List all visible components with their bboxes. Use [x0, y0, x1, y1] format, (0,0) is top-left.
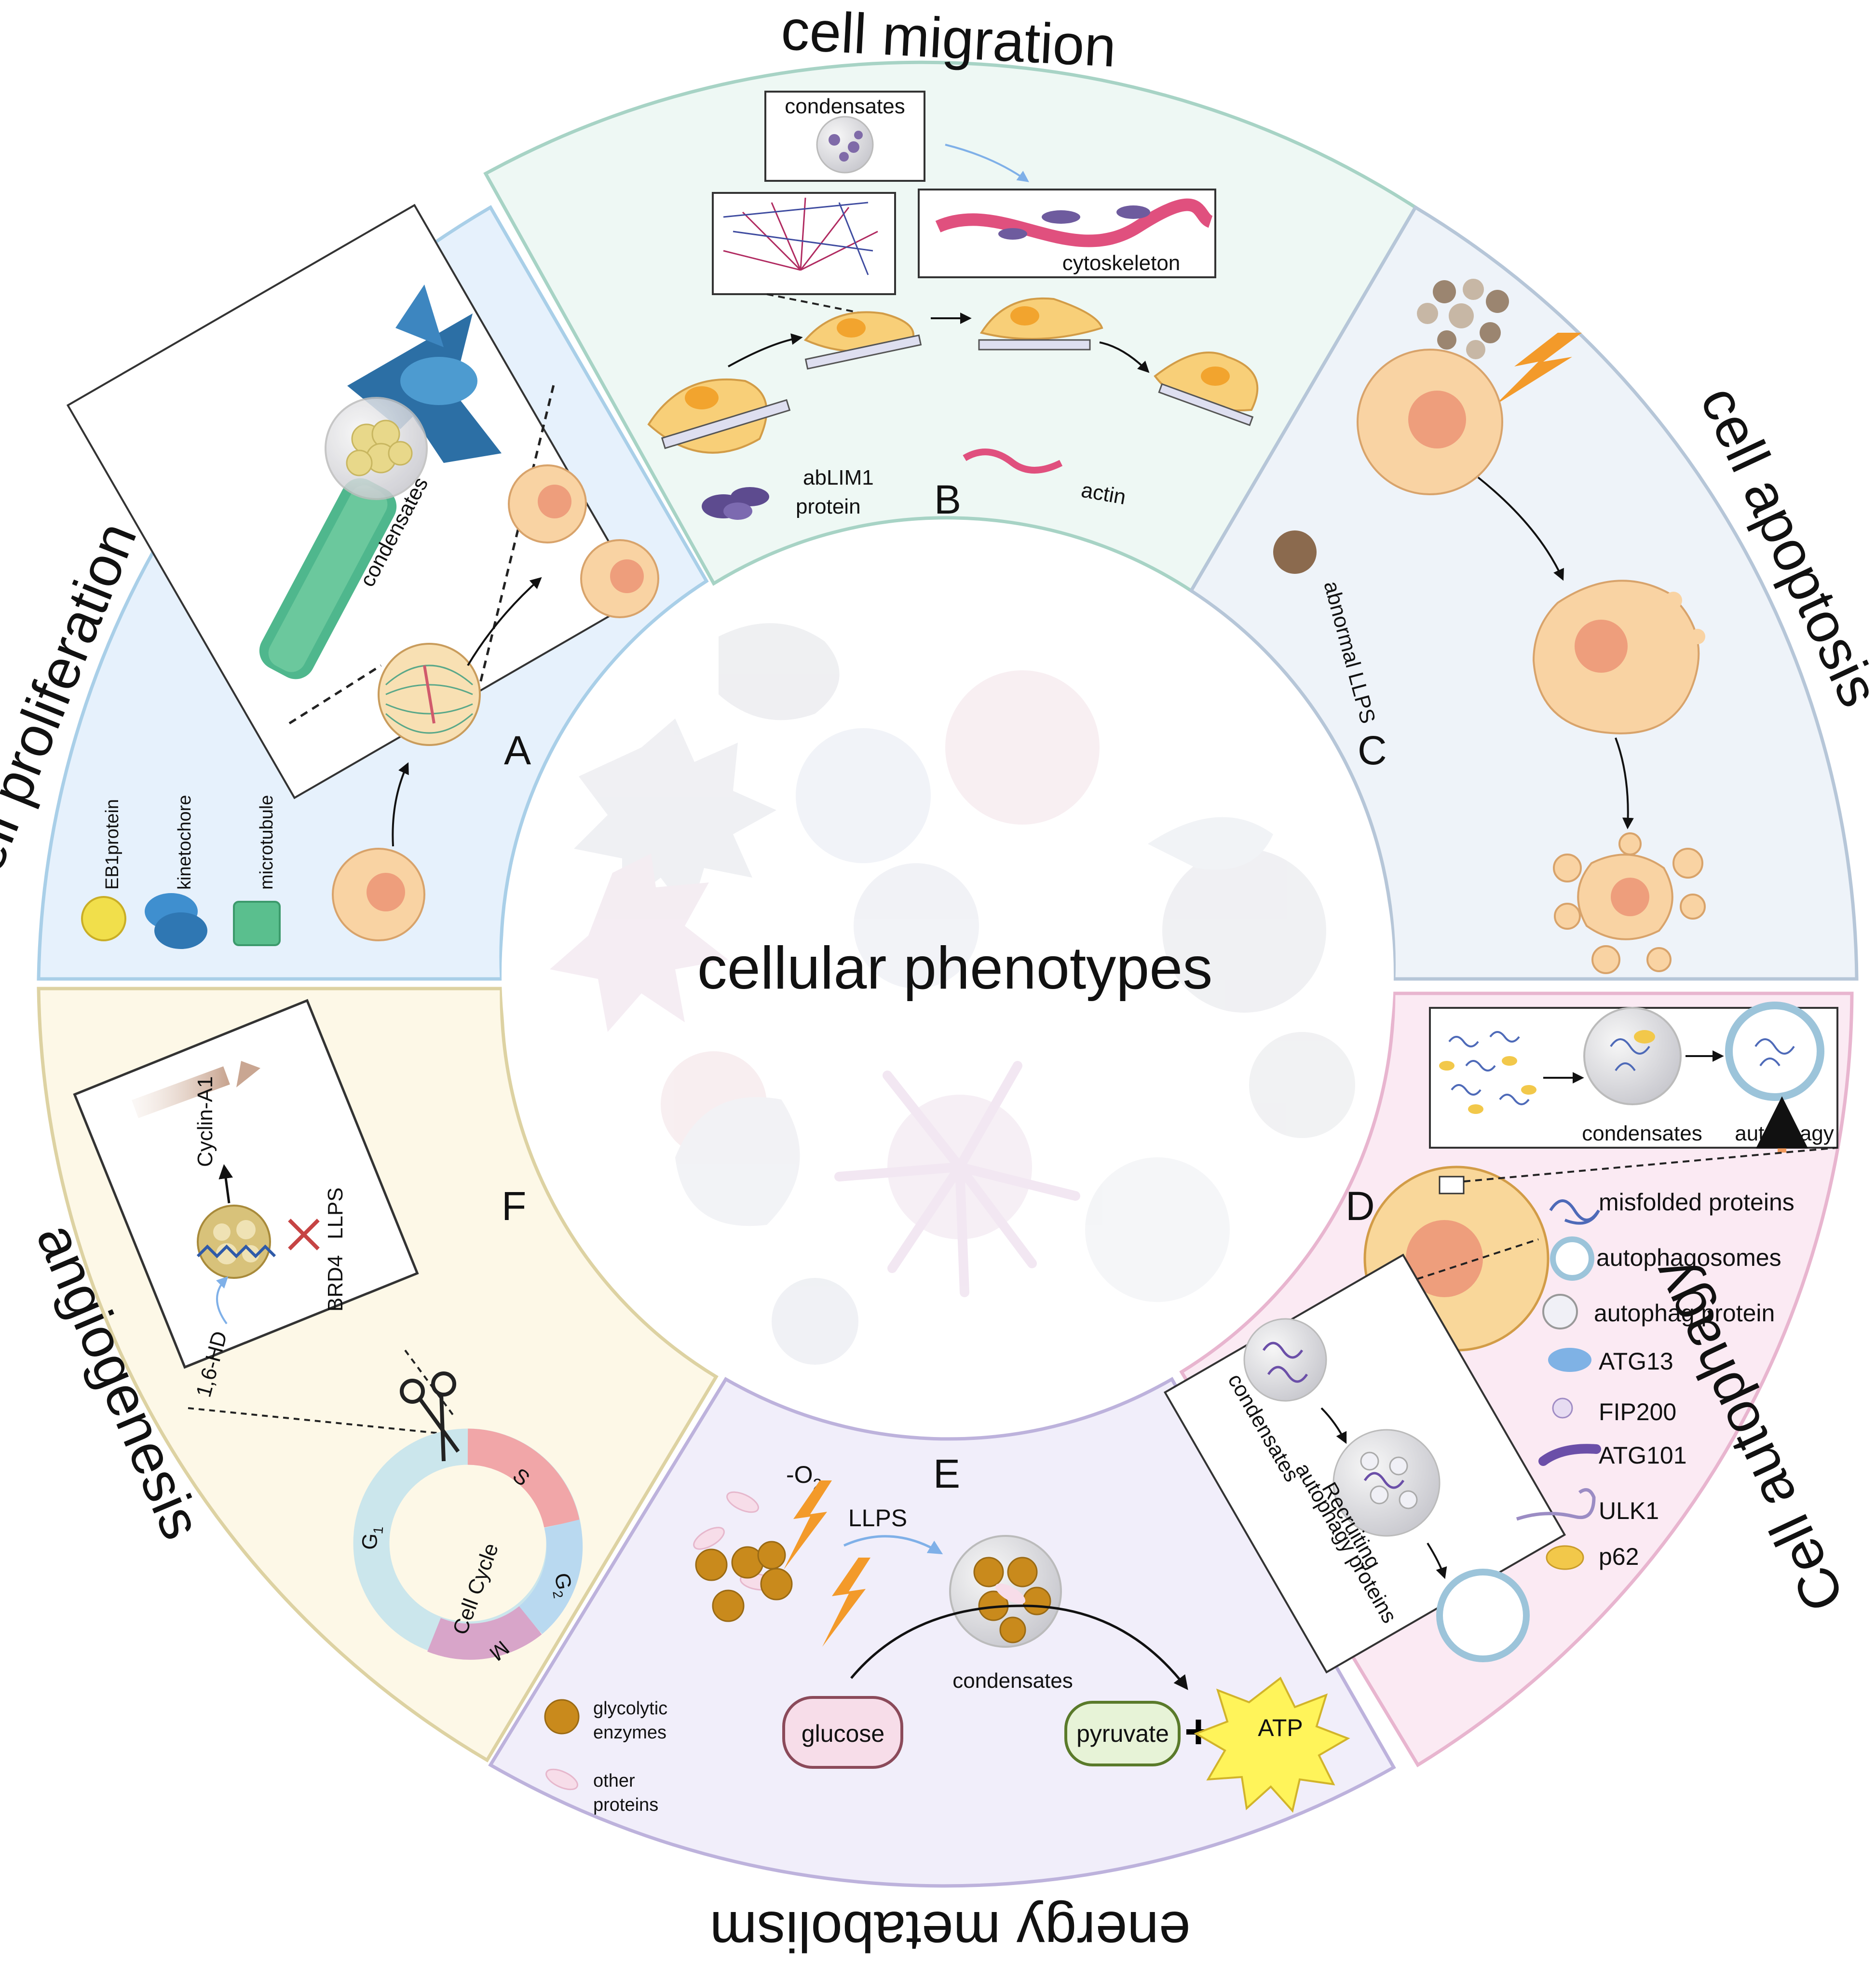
misfolded-protein-icon [1549, 1199, 1600, 1225]
actin-filament [935, 198, 1213, 247]
apoptotic-cell-2 [1532, 580, 1705, 734]
fip200-icon [1552, 1397, 1573, 1419]
other-protein-icon [545, 1768, 578, 1791]
cyclin-a1-arrow [132, 1066, 230, 1118]
apoptotic-cell-3 [1553, 832, 1706, 974]
legend-p62-label: p62 [1599, 1543, 1639, 1570]
llps-label: LLPS [848, 1505, 907, 1532]
panel-d: condensates autophagy D condensates Recr… [1163, 1002, 1838, 1674]
migrating-cell-2 [803, 311, 922, 370]
panel-letter-c: C [1358, 728, 1387, 773]
center-title: cellular phenotypes [697, 935, 1212, 1002]
cyclin-a1-label: Cyclin-A1 [193, 1076, 217, 1167]
kinetochore-icon [145, 893, 207, 949]
apoptotic-cell-1 [1357, 349, 1503, 495]
legend-ulk1-label: ULK1 [1599, 1497, 1659, 1524]
lightning-icon-2 [822, 1558, 870, 1647]
legend-fip200-label: FIP200 [1599, 1398, 1676, 1425]
legend-misfolded-label: misfolded proteins [1599, 1189, 1794, 1216]
autophagosome-shape [1725, 1002, 1824, 1101]
cytoskeleton-network-box [712, 192, 896, 295]
misfolded-cluster [1439, 1031, 1536, 1114]
apoptosis-sector [1189, 205, 1859, 981]
brd4-droplet [196, 1205, 276, 1279]
migrating-cell-3 [978, 297, 1103, 351]
phase-g1: G1 [357, 1525, 386, 1551]
panel-letter-e: E [933, 1451, 960, 1496]
legend-microtubule-label: microtubule [257, 795, 277, 890]
atp-starburst [1194, 1676, 1350, 1813]
legend-proteins-label: proteins [593, 1795, 658, 1815]
actin-icon [963, 448, 1063, 474]
autophagosome-icon [1550, 1236, 1594, 1281]
p62-icon [1546, 1545, 1584, 1570]
glucose-label: glucose [802, 1720, 884, 1747]
atg101-icon [1538, 1444, 1601, 1466]
abnormal-llps-droplets [1417, 279, 1509, 359]
autophagy-condensate [1583, 1007, 1682, 1105]
microtubule-column [259, 478, 397, 679]
cytoskeleton-network [723, 197, 878, 271]
enzyme-icon [544, 1699, 580, 1735]
panel-letter-b: B [934, 477, 961, 522]
scissors-icon [400, 1371, 460, 1462]
zoom-line [288, 380, 556, 725]
legend-glycolytic-label: glycolytic [593, 1698, 667, 1719]
enzymes-and-proteins [693, 1491, 793, 1622]
legend-ablim1-label: abLIM1 [803, 466, 874, 489]
cell-cycle-ring: S G2 M G1 Cell Cycle [353, 1428, 583, 1665]
inhibit-cross [288, 1219, 320, 1250]
mitotic-cell [378, 643, 481, 746]
legend-autophag-protein-label: autophag protein [1594, 1300, 1775, 1327]
abnormal-llps-icon [1273, 530, 1317, 574]
lightning-icon [1495, 333, 1582, 405]
atg13-icon [1548, 1348, 1591, 1372]
panel-f: Cyclin-A1 BRD4 LLPS 1,6-HD F S G2 M G1 C… [73, 999, 583, 1665]
metabolism-title: energy metabolism [710, 1899, 1191, 1963]
condensates-e-label: condensates [952, 1669, 1073, 1693]
legend-eb1-label: EB1protein [102, 799, 122, 890]
proliferating-cell [332, 848, 425, 941]
cytoskeleton-label: cytoskeleton [1062, 251, 1181, 275]
atp-label: ATP [1258, 1714, 1303, 1741]
brd4-label: BRD4 [324, 1255, 347, 1312]
daughter-cell-1 [508, 464, 587, 543]
yellow-sphere-icon [81, 896, 126, 941]
autophag-protein-icon [1542, 1294, 1578, 1329]
legend-kinetochore-label: kinetochore [175, 795, 195, 890]
phase-g2: G2 [547, 1571, 577, 1600]
daughter-cell-2 [580, 539, 659, 618]
microtubule-icon [233, 901, 281, 946]
pyruvate-label: pyruvate [1076, 1720, 1169, 1747]
legend-atg13-label: ATG13 [1599, 1348, 1673, 1375]
llps-f-label: LLPS [324, 1187, 347, 1239]
faded-cell-background [550, 623, 1355, 1365]
legend-other-label: other [593, 1771, 635, 1791]
legend-enzymes-label: enzymes [593, 1723, 666, 1743]
legend-autophagosomes-label: autophagosomes [1596, 1244, 1781, 1271]
condensates-inset-label: condensates [785, 95, 905, 118]
legend-atg101-label: ATG101 [1599, 1442, 1687, 1469]
panel-letter-a: A [504, 728, 531, 773]
panel-a: condensates A EB1protein [66, 203, 659, 949]
panel-e: -O2 E LLPS condensates glucose py [544, 1451, 1350, 1815]
panel-letter-f: F [502, 1183, 526, 1229]
legend-protein-label: protein [796, 495, 861, 518]
glucose-box [782, 1696, 903, 1769]
pyruvate-box [1064, 1701, 1181, 1766]
migrating-cell-1 [647, 379, 791, 454]
ulk1-icon [1516, 1488, 1596, 1521]
lightning-icon-1 [784, 1480, 832, 1570]
panel-letter-d: D [1346, 1183, 1375, 1229]
panel-b: condensates cytoskeleton [647, 91, 1259, 522]
ablim1-icon [702, 487, 769, 520]
condensates-top-label: condensates [1582, 1122, 1702, 1145]
eb1-cluster [346, 420, 413, 476]
autophagy-top-label: autophagy [1735, 1122, 1834, 1145]
migrating-cell-4 [1154, 352, 1259, 426]
